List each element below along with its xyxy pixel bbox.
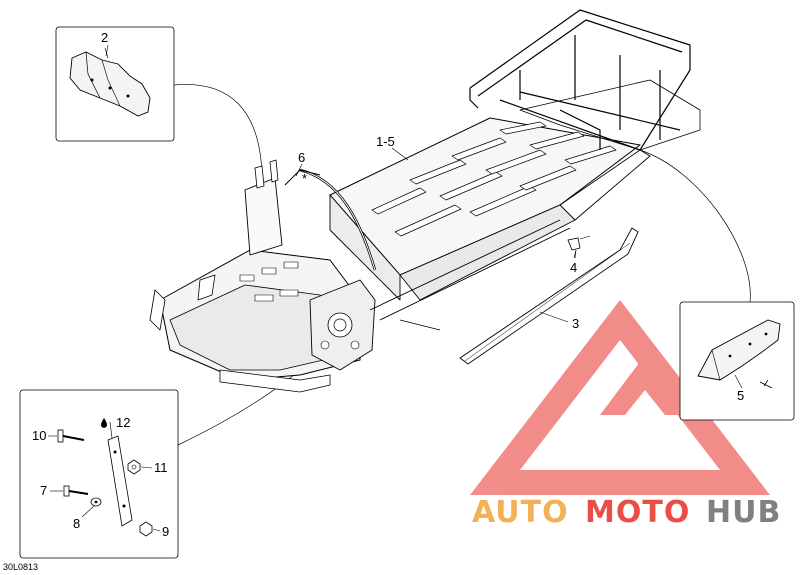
callout-7: 7 [40, 483, 47, 498]
callout-9: 9 [162, 524, 169, 539]
flange-nut-icon [139, 521, 153, 537]
diagram-code: 30L0813 [3, 562, 38, 572]
asterisk-mark: * [302, 171, 307, 186]
watermark-auto: AUTO [472, 495, 569, 530]
callout-3: 3 [572, 316, 579, 331]
watermark-text: AUTO MOTO HUB [472, 495, 781, 530]
callout-5: 5 [737, 388, 744, 403]
connector-line-2 [173, 84, 263, 176]
callout-2: 2 [101, 30, 108, 45]
callout-4: 4 [570, 260, 577, 275]
vehicle-frame [149, 9, 701, 393]
bolt-icon [57, 429, 85, 443]
luggage-rack [469, 9, 691, 151]
watermark-moto: MOTO [585, 495, 690, 530]
callout-11: 11 [154, 460, 168, 475]
callout-1-5: 1-5 [376, 134, 395, 149]
threadlocker-drop-icon [101, 418, 107, 428]
callout-12: 12 [116, 415, 130, 430]
leader-lines [105, 44, 743, 389]
inset-part-5 [679, 301, 795, 421]
bolt-icon-2 [63, 485, 89, 497]
callout-8: 8 [73, 516, 80, 531]
rail-part-3 [459, 227, 639, 365]
callout-6: 6 [298, 150, 305, 165]
inset-part-2 [55, 26, 175, 142]
callout-10: 10 [32, 428, 46, 443]
connector-line-5 [639, 149, 751, 303]
clip-part-4 [567, 235, 591, 259]
nut-icon [127, 459, 141, 475]
inset-hardware [19, 389, 179, 559]
watermark-hub: HUB [706, 495, 781, 530]
washer-icon [90, 497, 102, 507]
watermark-logo [470, 300, 770, 495]
